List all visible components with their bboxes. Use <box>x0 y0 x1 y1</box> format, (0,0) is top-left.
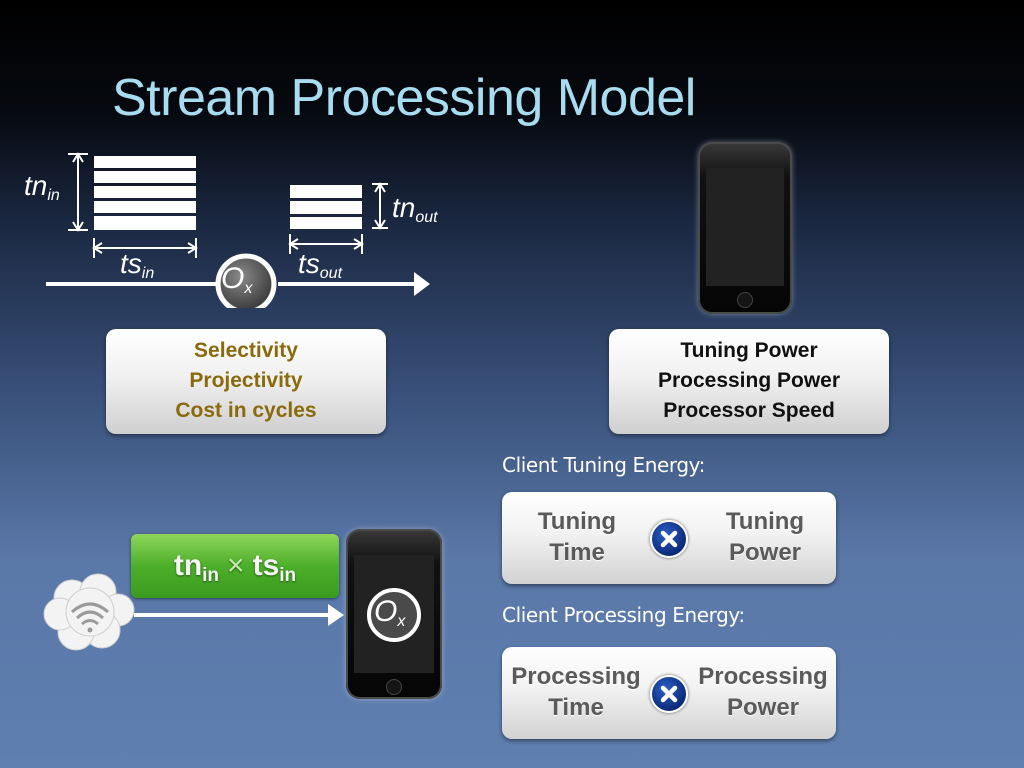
processor-speed-text: Processor Speed <box>663 399 835 422</box>
tuning-energy-formula: Tuning Time Tuning Power <box>502 492 836 584</box>
multiply-icon <box>650 675 688 713</box>
processing-power-text: Processing Power <box>657 369 841 392</box>
processing-energy-formula: Processing Time Processing Power <box>502 647 836 739</box>
phone-icon <box>698 142 792 314</box>
processing-time-term: Processing Time <box>511 663 641 721</box>
ts-in-bracket <box>92 238 198 258</box>
selectivity-text: Selectivity <box>194 339 298 362</box>
projectivity-text: Projectivity <box>189 369 303 392</box>
phone-icon: Ox <box>346 529 442 699</box>
tn-in-bracket <box>68 152 88 232</box>
operator-label: Ox <box>221 262 253 297</box>
tuning-power-term: Tuning Power <box>725 508 805 566</box>
cost-in-cycles-text: Cost in cycles <box>175 399 317 422</box>
tn-out-label: tnout <box>392 192 438 226</box>
phone-operator-circle <box>367 588 421 642</box>
phone-screen <box>706 168 784 286</box>
tuning-energy-caption: Client Tuning Energy: <box>502 453 705 477</box>
operator-circle <box>215 253 277 308</box>
phone-operator-label: Ox <box>374 595 406 630</box>
tuning-time-term: Tuning Time <box>537 508 617 566</box>
arrow-right-icon <box>134 604 344 626</box>
processing-power-term: Processing Power <box>698 663 828 721</box>
ts-in-label: tsin <box>120 248 155 282</box>
stream-diagram <box>46 152 430 308</box>
broadcast-formula-pill: tnin×tsin <box>131 534 339 598</box>
ts-out-label: tsout <box>298 248 343 282</box>
broadcast-cloud-icon <box>43 573 135 651</box>
phone-home-button <box>386 679 402 695</box>
slide-title: Stream Processing Model <box>112 69 696 127</box>
tn-out-bracket <box>372 182 388 230</box>
tuning-power-text: Tuning Power <box>680 339 818 362</box>
multiply-icon <box>650 520 688 558</box>
operator-properties-box: Selectivity Projectivity Cost in cycles <box>106 329 386 434</box>
input-tuples-stack <box>94 156 196 230</box>
output-tuples-stack <box>290 185 362 229</box>
phone-home-button <box>737 292 753 308</box>
processing-energy-caption: Client Processing Energy: <box>502 603 745 627</box>
ts-out-bracket <box>288 234 364 254</box>
tn-in-label: tnin <box>24 170 60 204</box>
device-properties-box: Tuning Power Processing Power Processor … <box>609 329 889 434</box>
stream-arrow <box>46 272 430 296</box>
